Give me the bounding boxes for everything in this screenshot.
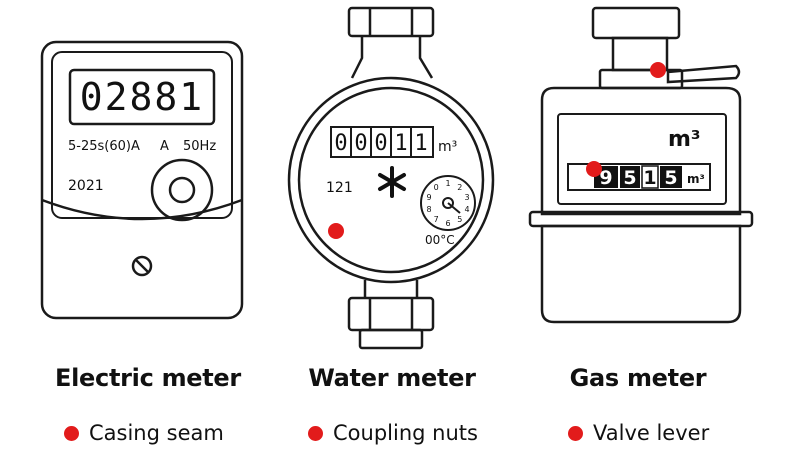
- gas-meter: [528, 6, 754, 324]
- casing-seam-marker: [328, 223, 344, 239]
- water-meter-dial-number: 3: [464, 193, 469, 202]
- gas-meter-odometer-frame: [567, 163, 711, 191]
- water-meter-dial-number: 2: [457, 183, 462, 192]
- water-meter-dial-number: 4: [464, 205, 469, 214]
- water-meter-temperature: 00°C: [425, 233, 455, 247]
- gas-meter-digit: 1: [643, 167, 656, 189]
- gas-meter-digit: 9: [599, 167, 612, 189]
- water-meter-digit: 1: [414, 131, 427, 156]
- water-meter: [287, 6, 495, 350]
- gas-meter-digit: 5: [664, 167, 677, 189]
- legend-coupling-nuts: Coupling nuts: [308, 418, 478, 448]
- gas-meter-body-upper: [540, 86, 742, 216]
- meters-drawing: 02881 5-25s(60)A A 50Hz 2021 0 0 0 1 1 m…: [40, 6, 754, 350]
- water-meter-top-neck: [350, 36, 434, 79]
- gas-meter-body-lower: [540, 224, 742, 324]
- water-meter-digit: 0: [334, 131, 347, 156]
- electric-meter-display: [68, 68, 216, 126]
- water-meter-body-outer: [287, 76, 495, 284]
- electric-meter-rating: 5-25s(60)A: [68, 139, 140, 154]
- water-meter-bottom-nut: [347, 296, 435, 332]
- water-meter-dial-number: 8: [426, 205, 431, 214]
- electric-meter-display-value: 02881: [80, 75, 204, 119]
- gas-meter-unit-small: m³: [687, 172, 705, 186]
- water-meter-outlet: [358, 328, 424, 350]
- electric-meter-casing-seam-line: [41, 198, 243, 221]
- electric-meter-dial-inner: [168, 176, 196, 204]
- water-meter-top-nut: [347, 6, 435, 38]
- electric-meter-unit-a: A: [160, 139, 169, 154]
- valve-lever-marker: [650, 62, 666, 78]
- water-meter-digit-frame: [330, 126, 434, 158]
- red-dot-icon: [64, 425, 79, 441]
- gas-odometer-marker: [586, 161, 602, 177]
- water-meter-dial-number: 0: [434, 183, 439, 192]
- electric-meter-frequency: 50Hz: [183, 139, 216, 154]
- legend-label: Valve lever: [593, 421, 710, 445]
- water-meter-dial-number: 5: [457, 215, 462, 224]
- red-dot-icon: [308, 425, 323, 441]
- legend-valve-lever: Valve lever: [568, 418, 709, 448]
- water-meter-flow-star: [378, 166, 406, 198]
- legend-casing-seam: Casing seam: [64, 418, 224, 448]
- electric-meter: [40, 40, 244, 320]
- electric-meter-lower-panel: [51, 51, 233, 219]
- legend-label: Casing seam: [89, 421, 224, 445]
- water-meter-digit: 0: [354, 131, 367, 156]
- water-meter-small-dial: [420, 175, 476, 231]
- red-dot-icon: [568, 425, 583, 441]
- water-meter-dial-number: 6: [445, 219, 450, 228]
- gas-meter-digit-box: [660, 166, 682, 188]
- gas-meter-top-connector: [591, 6, 681, 40]
- water-meter-dial-number: 7: [434, 215, 439, 224]
- water-meter-dial-number: 1: [445, 179, 450, 188]
- electric-meter-caption: Electric meter: [55, 364, 241, 392]
- water-meter-small-dial-needle: [447, 202, 461, 214]
- gas-meter-digit-box: [620, 166, 640, 188]
- gas-meter-caption: Gas meter: [569, 364, 707, 392]
- gas-meter-unit-header: m³: [668, 127, 701, 152]
- electric-meter-year: 2021: [68, 178, 104, 194]
- electric-meter-screw-slot: [135, 259, 149, 273]
- water-meter-unit: m³: [438, 139, 457, 155]
- gas-meter-digit-box: [641, 165, 659, 189]
- water-meter-digit: 1: [394, 131, 407, 156]
- water-meter-bottom-neck: [363, 280, 419, 298]
- water-meter-small-dial-hub: [442, 197, 454, 209]
- gas-meter-window: [557, 113, 727, 205]
- water-meter-caption: Water meter: [308, 364, 476, 392]
- electric-meter-dial-outer: [150, 158, 214, 222]
- water-meter-body-inner: [297, 86, 485, 274]
- water-meter-dial-number: 9: [426, 193, 431, 202]
- water-meter-number: 121: [326, 180, 353, 196]
- electric-meter-screw: [131, 255, 153, 277]
- legend-label: Coupling nuts: [333, 421, 478, 445]
- gas-meter-digit: 5: [623, 167, 636, 189]
- electric-meter-body: [40, 40, 244, 320]
- gas-meter-valve-lever: [666, 64, 741, 84]
- water-meter-digit: 0: [374, 131, 387, 156]
